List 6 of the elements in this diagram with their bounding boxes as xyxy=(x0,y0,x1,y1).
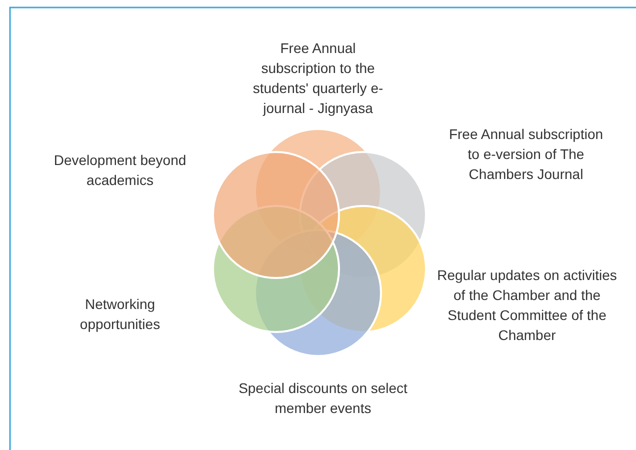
circle-caption: Special discounts on select member events xyxy=(238,379,408,418)
circle-caption: Free Annual subscription to the students' quarterly e-journal - Jignyasa xyxy=(252,39,384,118)
circle-caption: Development beyond academics xyxy=(52,151,188,190)
circle-caption: Free Annual subscription to e-version of The Chambers Journal xyxy=(448,125,604,184)
circle-caption: Networking opportunities xyxy=(78,295,162,334)
circle-caption: Regular updates on activities of the Chamber and the Student Committee of the Chamber xyxy=(436,266,618,345)
